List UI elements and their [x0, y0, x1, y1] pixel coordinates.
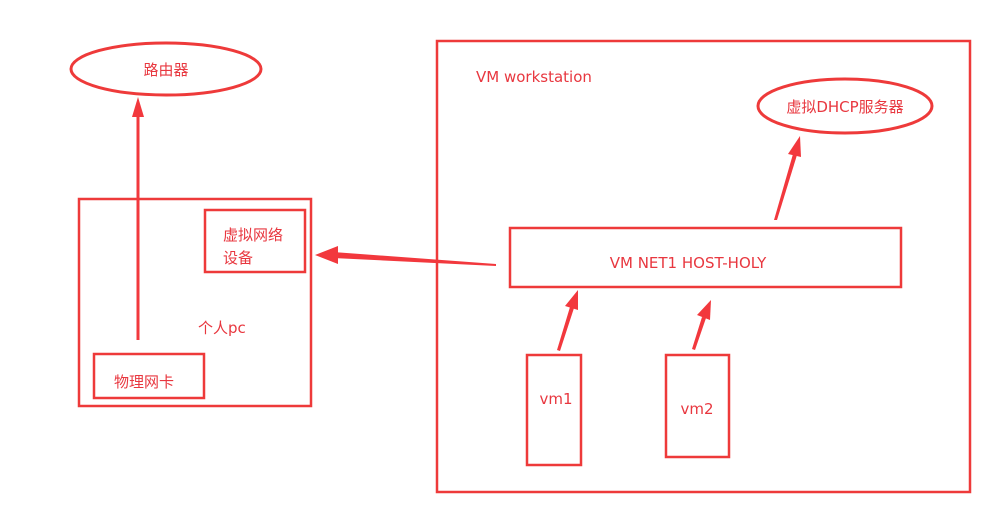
arrow-vm2-to-vmnet: [692, 300, 711, 350]
physical-nic-label: 物理网卡: [114, 373, 174, 391]
virtual-nic-label-line2: 设备: [223, 249, 253, 267]
vm-workstation-box: [435, 39, 972, 494]
vmnet-box: [508, 226, 903, 289]
virtual-nic-box: [203, 208, 307, 274]
pc-label: 个人pc: [198, 319, 246, 337]
arrow-vmnet-to-dhcp: [774, 136, 801, 220]
vm2-box: [664, 353, 731, 459]
router-node: [69, 41, 263, 97]
virtual-nic-label-line1: 虚拟网络: [223, 226, 283, 244]
vm1-label: vm1: [539, 390, 572, 408]
arrow-vm1-to-vmnet: [557, 290, 578, 351]
arrow-vmnet-to-virtual-nic: [315, 246, 496, 266]
pc-box: [77, 197, 313, 408]
dhcp-node: [756, 77, 934, 135]
vm-workstation-label: VM workstation: [476, 68, 592, 86]
vm2-label: vm2: [680, 400, 713, 418]
router-label: 路由器: [143, 61, 188, 79]
dhcp-label: 虚拟DHCP服务器: [786, 98, 903, 116]
physical-nic-box: [92, 352, 206, 400]
arrow-physical-to-router: [132, 97, 144, 340]
vmnet-label: VM NET1 HOST-HOLY: [610, 254, 767, 272]
vm1-box: [525, 353, 583, 467]
